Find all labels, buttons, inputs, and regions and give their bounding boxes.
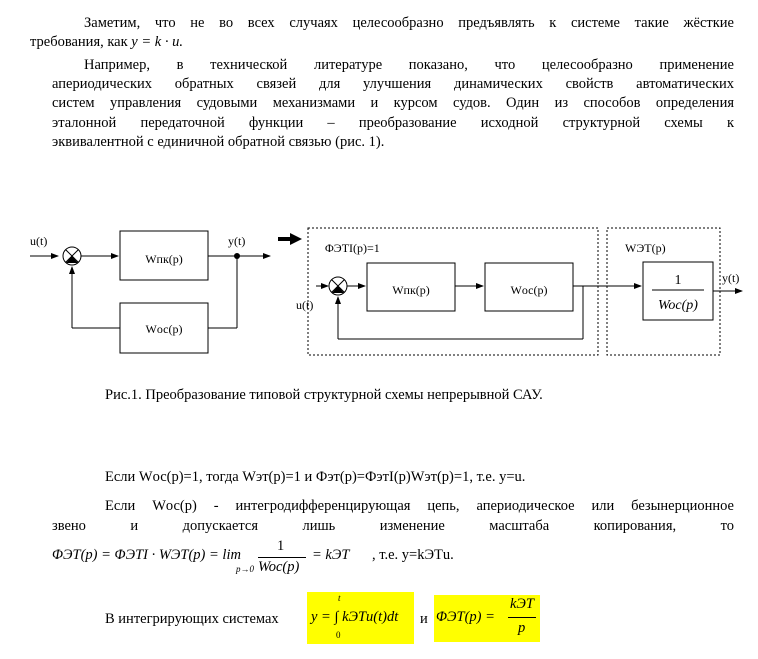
block-pk-right	[366, 262, 456, 312]
paragraph-1-formula: y = k · u.	[131, 34, 183, 50]
frame-phi-eti	[307, 227, 599, 356]
block-diagram: u(t) Wпк(p) y(t) Wос(p) ΦЭТI(p)=1 WЭТ(p)…	[30, 227, 743, 356]
input-label-left: u(t)	[30, 234, 47, 248]
block-pk-right-label: Wпк(p)	[392, 283, 430, 297]
limit-formula-rhs: = kЭТ	[312, 547, 350, 563]
word: копирования,	[593, 518, 677, 534]
wet-frac-num: 1	[675, 273, 682, 288]
input-label-right: u(t)	[296, 298, 313, 312]
paragraph-2-line-3: систем управления судовыми механизмами и…	[52, 95, 734, 111]
output-label-left: y(t)	[228, 234, 245, 248]
phi-frac-num: kЭТ	[510, 596, 534, 612]
integral-formula: y = ∫ kЭТu(t)dt	[311, 609, 399, 625]
limit-subscript: p→0	[236, 564, 254, 574]
block-oc-right-label: Wос(p)	[511, 283, 548, 297]
summing-junction-left	[62, 246, 82, 266]
limit-frac-num: 1	[277, 538, 285, 554]
paragraph-1-line-2: требования, как y = k · u.	[30, 33, 183, 52]
paragraph-2-line-1: Например, в технической литературе показ…	[84, 57, 734, 73]
bottom-line-5-prefix: В интегрирующих системах	[105, 611, 279, 627]
limit-formula-tail: , т.е. y=kЭТu.	[372, 547, 454, 563]
integral-lower-limit: 0	[336, 630, 341, 640]
transform-arrow	[278, 233, 302, 245]
block-pk-left-label: Wпк(p)	[145, 252, 183, 266]
word: звено	[52, 518, 86, 534]
phi-frac-den: p	[518, 620, 526, 636]
block-oc-right	[484, 262, 574, 312]
summing-junction-right	[328, 276, 348, 296]
phi-formula-highlight: ΦЭТ(p) = kЭТ p	[434, 595, 540, 642]
limit-formula: ΦЭТ(p) = ΦЭТI · WЭТ(p) = lim p→0 1 Woc(p…	[52, 538, 502, 582]
integral-formula-highlight: y = ∫ kЭТu(t)dt t 0	[307, 592, 414, 644]
limit-frac-bar	[258, 557, 306, 558]
output-label-right: y(t)	[722, 271, 739, 285]
word: изменение	[379, 518, 445, 534]
block-wet	[642, 261, 714, 321]
block-pk-left	[119, 230, 209, 281]
paragraph-1-line-1: Заметим, что не во всех случаях целесооб…	[84, 15, 734, 31]
figure-caption: Рис.1. Преобразование типовой структурно…	[105, 387, 543, 403]
paragraph-2-line-5: эквивалентной с единичной обратной связь…	[52, 134, 385, 150]
paragraph-2-line-4: эталонной передаточной функции – преобра…	[52, 115, 734, 131]
bottom-line-2: Если Wос(p) - интегродифференцирующая це…	[105, 498, 734, 514]
phi-frac-bar	[508, 617, 536, 618]
word: масштаба	[489, 518, 550, 534]
word: лишь	[302, 518, 336, 534]
word: и	[130, 518, 139, 534]
bottom-line-1: Если Wос(p)=1, тогда Wэт(p)=1 и Фэт(p)=Ф…	[105, 469, 526, 485]
paragraph-2-line-2: апериодических обратных связей для улучш…	[52, 76, 734, 92]
wet-frac-den: Woc(p)	[658, 298, 698, 313]
and-word: и	[420, 611, 428, 627]
wet-label: WЭТ(p)	[625, 241, 666, 255]
limit-frac-den: Woc(p)	[258, 559, 300, 575]
block-oc-left-label: Wос(p)	[146, 322, 183, 336]
word: допускается	[182, 518, 259, 534]
integral-upper-limit: t	[338, 593, 341, 603]
paragraph-1-prefix: требования, как	[30, 34, 128, 50]
limit-formula-lhs: ΦЭТ(p) = ΦЭТI · WЭТ(p) = lim	[52, 547, 241, 563]
phi-eti-label: ΦЭТI(p)=1	[325, 241, 380, 255]
bottom-line-3: звено и допускается лишь изменение масшт…	[52, 517, 734, 536]
word: то	[720, 518, 734, 534]
phi-formula-lhs: ΦЭТ(p) =	[436, 609, 495, 625]
